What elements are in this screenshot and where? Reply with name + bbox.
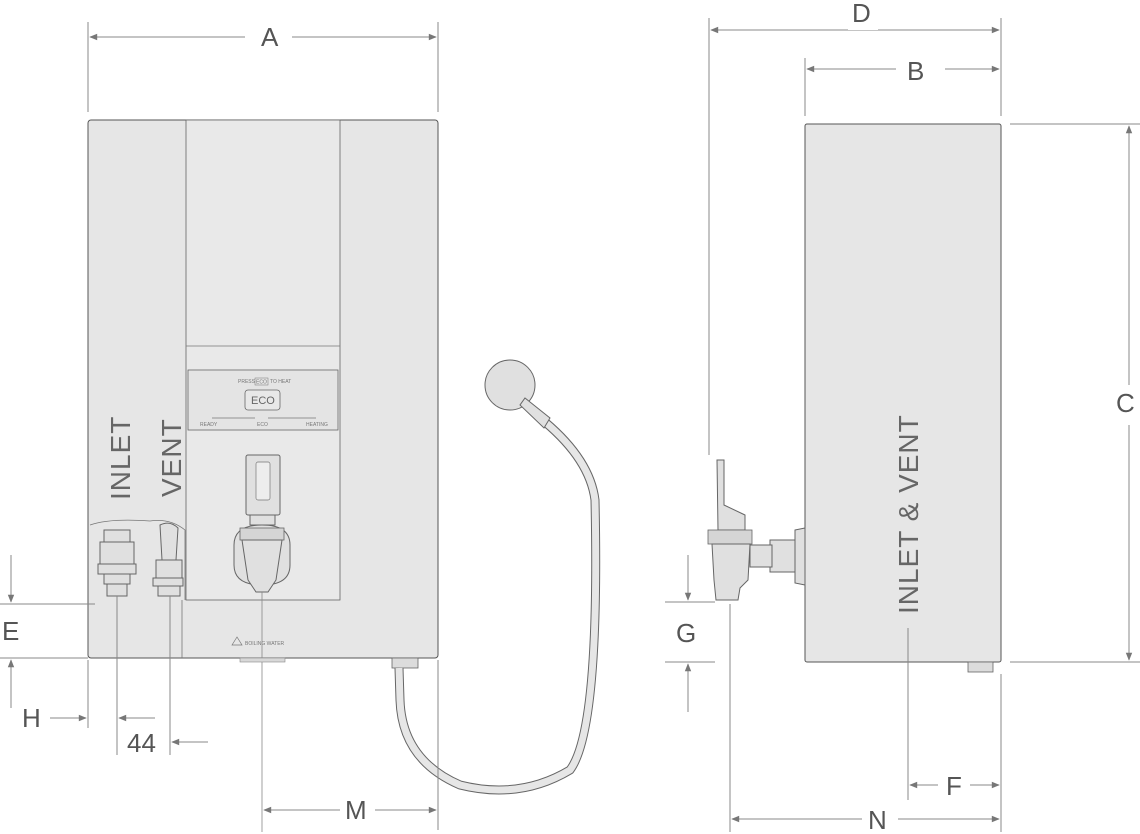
inlet-label: INLET [105, 416, 136, 500]
instruction-prefix: PRESS [238, 379, 256, 385]
unit-body-side [804, 123, 1002, 663]
tap-side [707, 459, 753, 601]
warning-icon [231, 636, 243, 646]
status-eco: ECO [257, 422, 268, 428]
side-view: INLET & VENT [707, 123, 1002, 800]
dim-f: F [946, 771, 962, 801]
dim-d: D [852, 0, 871, 28]
dim-e: E [2, 616, 19, 646]
inlet-fitting [97, 529, 137, 597]
inlet-vent-label: INLET & VENT [893, 414, 924, 614]
eco-button[interactable] [244, 389, 281, 411]
dim-g: G [676, 618, 696, 648]
vent-label: VENT [156, 418, 187, 497]
status-ready: READY [200, 422, 218, 428]
status-heating: HEATING [306, 422, 328, 428]
svg-text:BOILING WATER: BOILING WATER [245, 641, 285, 647]
instruction-key: ECO [256, 380, 267, 386]
control-panel: PRESS ECO TO HEAT ECO READY ECO HEATING [187, 369, 339, 431]
dim-b: B [907, 56, 924, 86]
power-cord [391, 359, 601, 795]
instruction-suffix: TO HEAT [270, 379, 291, 385]
dim-a: A [261, 22, 279, 52]
dim-n: N [868, 805, 887, 834]
dim-c: C [1116, 388, 1135, 418]
side-dimensions: D B C G F N [665, 0, 1140, 834]
dim-h: H [22, 703, 41, 733]
dim-m: M [345, 795, 367, 825]
tap-dispenser [233, 454, 291, 832]
vent-fitting [152, 522, 184, 597]
eco-button-label: ECO [251, 395, 275, 407]
dim-44: 44 [127, 728, 156, 758]
front-view: PRESS ECO TO HEAT ECO READY ECO HEATING … [87, 119, 601, 832]
boiling-water-label: BOILING WATER [231, 636, 285, 647]
front-dimensions: A E H 44 M [0, 22, 439, 830]
plug-icon [484, 359, 536, 411]
